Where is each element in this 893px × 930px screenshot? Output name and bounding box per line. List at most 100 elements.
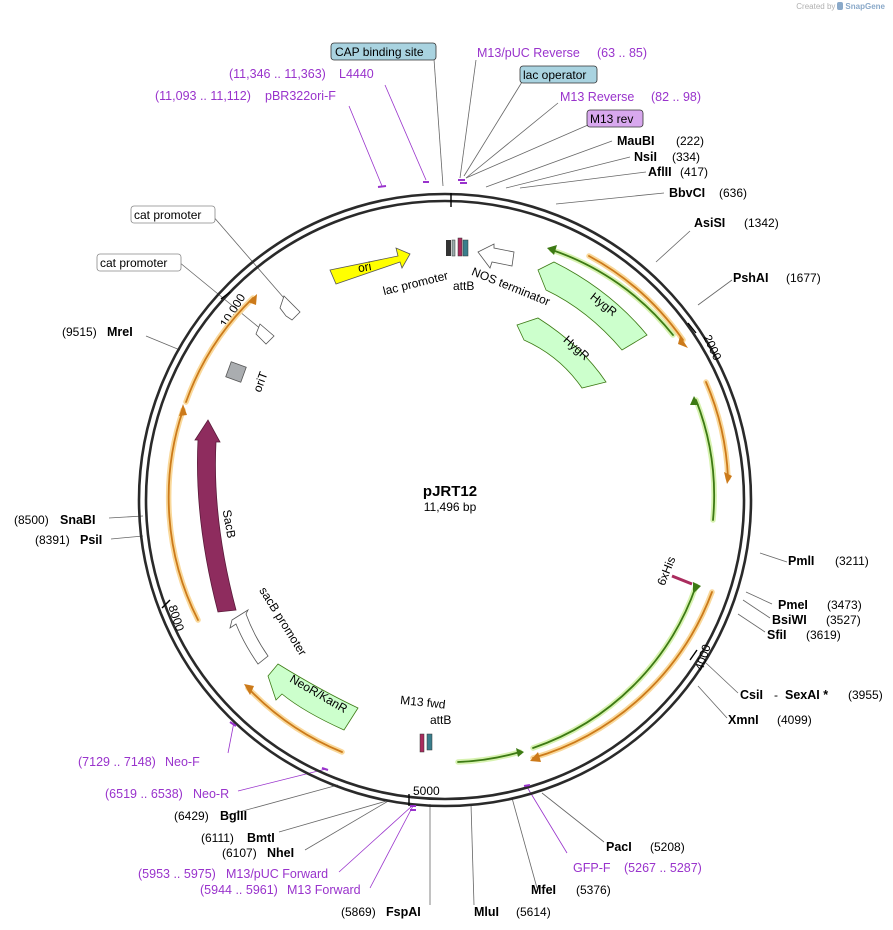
site-pmli: PmlI(3211) — [788, 554, 869, 568]
site-nhei: (6107)NheI — [222, 846, 294, 860]
plasmid-name: pJRT12 — [423, 483, 477, 500]
svg-text:(5869): (5869) — [341, 905, 376, 919]
svg-text:NsiI: NsiI — [634, 150, 657, 164]
nos-terminator-feature — [477, 243, 515, 269]
svg-text:(636): (636) — [719, 186, 747, 200]
site-paci: PacI(5208) — [606, 840, 685, 854]
svg-text:(9515): (9515) — [62, 325, 97, 339]
backbone-inner-ring — [144, 199, 746, 801]
attB-bottom-label: attB — [430, 713, 451, 727]
site-pmei: PmeI(3473) — [778, 598, 862, 612]
boxed-label-cat-promoter-1: cat promoter — [130, 205, 216, 224]
svg-text:(6429): (6429) — [174, 809, 209, 823]
svg-text:(6519 .. 6538): (6519 .. 6538) — [105, 787, 183, 801]
watermark: Created by SnapGene — [796, 2, 885, 11]
sacb-feature — [194, 419, 237, 613]
svg-text:M13/pUC Reverse: M13/pUC Reverse — [477, 46, 580, 60]
sacb-promoter-label: sacB promoter — [256, 584, 309, 658]
svg-text:SnaBI: SnaBI — [60, 513, 95, 527]
ori-label: ori — [357, 259, 373, 275]
primer-label-m13-puc-reverse: M13/pUC Reverse(63 .. 85) — [477, 46, 647, 60]
his-tag-label: 6xHis — [654, 554, 678, 587]
svg-text:(1342): (1342) — [744, 216, 779, 230]
svg-text:SexAI *: SexAI * — [785, 688, 828, 702]
tick-label-2000: 2000 — [700, 332, 724, 362]
svg-text:(417): (417) — [680, 165, 708, 179]
site-mlui: MluI (5614) — [474, 905, 551, 919]
primer-label-l4440: (11,346 .. 11,363)L4440 — [229, 67, 374, 81]
site-asisi: AsiSI (1342) — [694, 216, 779, 230]
site-maubi: MauBI(222) — [617, 134, 704, 148]
svg-text:MluI: MluI — [474, 905, 499, 919]
svg-text:cat promoter: cat promoter — [100, 256, 167, 270]
svg-text:MfeI: MfeI — [531, 883, 556, 897]
site-sfii: SfiI(3619) — [767, 628, 841, 642]
orf-arcs-orange — [165, 253, 731, 761]
svg-text:Neo-F: Neo-F — [165, 755, 200, 769]
site-fspai: (5869) FspAI — [341, 905, 421, 919]
boxed-label-cap-binding: CAP binding site — [330, 42, 437, 61]
sacb-label: SacB — [220, 509, 239, 540]
svg-text:CAP binding site: CAP binding site — [335, 45, 424, 59]
orf-arrowheads-orange — [179, 294, 732, 762]
cat-promoter-feature-2 — [255, 323, 275, 345]
site-mfei: MfeI (5376) — [531, 883, 611, 897]
svg-text:(3619): (3619) — [806, 628, 841, 642]
boxed-label-cat-promoter-2: cat promoter — [96, 253, 182, 272]
svg-text:cat promoter: cat promoter — [134, 208, 201, 222]
svg-text:(82 .. 98): (82 .. 98) — [651, 90, 701, 104]
site-mrei: (9515)MreI — [62, 325, 133, 339]
svg-text:pBR322ori-F: pBR322ori-F — [265, 89, 336, 103]
tick-marks — [161, 193, 698, 806]
svg-text:M13 Forward: M13 Forward — [287, 883, 361, 897]
svg-text:BbvCI: BbvCI — [669, 186, 705, 200]
svg-text:lac operator: lac operator — [523, 68, 586, 82]
svg-text:M13 Reverse: M13 Reverse — [560, 90, 634, 104]
svg-text:PsiI: PsiI — [80, 533, 102, 547]
svg-text:(3527): (3527) — [826, 613, 861, 627]
svg-text:(5953 .. 5975): (5953 .. 5975) — [138, 867, 216, 881]
svg-text:M13/pUC Forward: M13/pUC Forward — [226, 867, 328, 881]
svg-text:PmeI: PmeI — [778, 598, 808, 612]
snapgene-logo-icon — [837, 2, 844, 10]
hygr-feature-2 — [516, 317, 607, 389]
svg-text:(1677): (1677) — [786, 271, 821, 285]
svg-text:BsiWI: BsiWI — [772, 613, 807, 627]
watermark-brand: SnapGene — [845, 2, 885, 11]
boxed-label-m13-rev: M13 rev — [586, 109, 644, 128]
svg-text:BglII: BglII — [220, 809, 247, 823]
site-nsii: NsiI(334) — [634, 150, 700, 164]
site-sexai: SexAI *(3955) — [785, 688, 883, 702]
svg-text:AsiSI: AsiSI — [694, 216, 725, 230]
site-bsiwi: BsiWI (3527) — [772, 613, 861, 627]
svg-text:(222): (222) — [676, 134, 704, 148]
svg-text:L4440: L4440 — [339, 67, 374, 81]
primer-label-m13-puc-forward: (5953 .. 5975) M13/pUC Forward — [138, 867, 328, 881]
svg-text:(5376): (5376) — [576, 883, 611, 897]
plasmid-length: 11,496 bp — [424, 500, 477, 514]
svg-text:(8391): (8391) — [35, 533, 70, 547]
watermark-prefix: Created by — [796, 2, 836, 11]
cat-promoter-feature-1 — [279, 295, 301, 321]
svg-text:(5944 .. 5961): (5944 .. 5961) — [200, 883, 278, 897]
site-pshai: PshAI(1677) — [733, 271, 821, 285]
orit-label: oriT — [250, 369, 270, 394]
svg-text:CsiI: CsiI — [740, 688, 763, 702]
svg-text:M13 rev: M13 rev — [590, 112, 633, 126]
svg-text:(7129 .. 7148): (7129 .. 7148) — [78, 755, 156, 769]
svg-text:(6107): (6107) — [222, 846, 257, 860]
primer-label-m13-reverse: M13 Reverse (82 .. 98) — [560, 90, 701, 104]
ori-feature — [329, 247, 411, 285]
lac-operator-marker — [457, 237, 463, 257]
svg-text:FspAI: FspAI — [386, 905, 421, 919]
leader-lines — [108, 58, 788, 906]
backbone-outer-ring — [137, 192, 753, 808]
boxed-label-lac-operator: lac operator — [519, 65, 598, 84]
lac-promoter-label: lac promoter — [381, 268, 449, 298]
svg-text:PacI: PacI — [606, 840, 632, 854]
primer-label-neo-r: (6519 .. 6538)Neo-R — [105, 787, 229, 801]
svg-text:(5614): (5614) — [516, 905, 551, 919]
svg-text:(6111): (6111) — [201, 831, 234, 845]
primer-leader-lines — [227, 84, 568, 889]
